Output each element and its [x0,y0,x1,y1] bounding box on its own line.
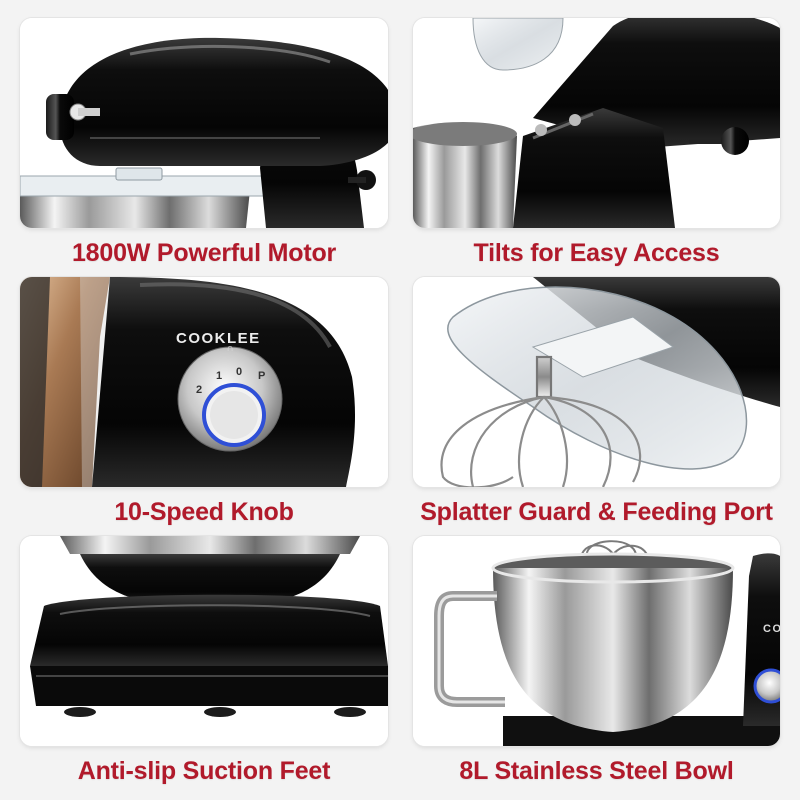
speed-knob-illustration: COOKLEE ∩ 2 1 0 P [20,277,388,487]
feature-caption-knob: 10-Speed Knob [114,498,294,526]
feature-caption-tilt: Tilts for Easy Access [473,239,720,267]
feature-image-base [20,536,388,746]
feature-image-bowl: COOKLEE [413,536,780,746]
mixer-motor-head-illustration [20,18,388,228]
splatter-guard-illustration [413,277,780,487]
dial-mark-2: 2 [196,384,202,396]
feature-image-motor [20,18,388,228]
dial-mark-0: 0 [236,366,242,378]
brand-label-2: COOKLEE [763,623,780,635]
feature-caption-base: Anti-slip Suction Feet [77,757,331,785]
svg-text:∩: ∩ [226,343,233,354]
feature-image-tilt [413,18,780,228]
stainless-bowl-illustration: COOKLEE [413,536,780,746]
dial-mark-p: P [258,370,265,382]
feature-caption-motor: 1800W Powerful Motor [71,239,337,267]
whisk-icon [440,355,642,487]
feature-image-knob: COOKLEE ∩ 2 1 0 P [20,277,388,487]
feature-caption-splatter-guard: Splatter Guard & Feeding Port [420,498,773,526]
feature-image-splatter-guard [413,277,780,487]
mixer-base-illustration [20,536,388,746]
dial-mark-1: 1 [216,370,222,382]
brand-label: COOKLEE [176,330,261,347]
feature-caption-bowl: 8L Stainless Steel Bowl [459,757,734,785]
mixer-tilted-head-illustration [413,18,780,228]
